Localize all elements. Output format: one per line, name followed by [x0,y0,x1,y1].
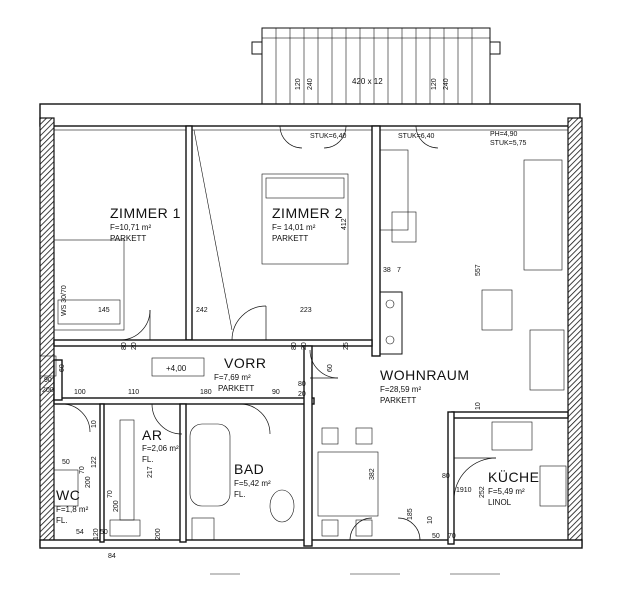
svg-text:252: 252 [479,486,486,498]
zimmer2-area: F= 14,01 m² [272,223,316,232]
zimmer1-name: ZIMMER 1 [110,205,181,221]
stuk-c: STUK=5,75 [490,140,526,147]
svg-text:80: 80 [121,342,128,350]
svg-text:90: 90 [44,377,52,384]
cabinet [379,149,409,231]
svg-text:240: 240 [307,78,314,90]
kitchen-stove [539,465,567,507]
bed-zimmer2 [261,173,349,265]
bad-name: BAD [234,461,264,477]
svg-text:240: 240 [443,78,450,90]
svg-text:7: 7 [397,267,401,274]
sink [491,421,533,451]
svg-text:20: 20 [298,391,306,398]
svg-text:50: 50 [100,529,108,536]
balcony-size: 420 x 12 [352,77,383,86]
svg-text:50: 50 [62,459,70,466]
vorr-name: VORR [224,355,266,371]
svg-text:200: 200 [42,387,54,394]
wc-bowl [109,519,141,537]
interior-walls [39,125,569,547]
svg-text:80: 80 [298,381,306,388]
vorr-floor: PARKETT [218,384,254,393]
svg-text:120: 120 [93,528,100,540]
wc-name: WC [56,487,80,503]
svg-text:200: 200 [113,500,120,512]
svg-text:70: 70 [107,490,114,498]
svg-text:60: 60 [327,364,334,372]
svg-text:217: 217 [147,466,154,478]
svg-text:223: 223 [300,307,312,314]
svg-text:120: 120 [295,78,302,90]
svg-text:557: 557 [475,264,482,276]
wohnraum-area: F=28,59 m² [380,385,421,394]
stove [379,291,403,355]
svg-text:1910: 1910 [456,487,472,494]
doors [61,125,497,541]
svg-text:412: 412 [341,218,348,230]
ar-floor: FL. [142,455,154,464]
svg-text:100: 100 [74,389,86,396]
balcony [251,27,501,105]
dining-table [317,451,379,517]
svg-text:120: 120 [431,78,438,90]
kueche-name: KÜCHE [488,468,540,485]
svg-text:10: 10 [475,402,482,410]
svg-text:200: 200 [85,476,92,488]
wc-area: F=1,8 m² [56,505,89,514]
svg-text:25: 25 [343,342,350,350]
level-box [151,357,205,377]
level-mark: +4,00 [166,364,187,373]
svg-text:180: 180 [200,389,212,396]
zimmer1-area: F=10,71 m² [110,223,151,232]
svg-text:70: 70 [79,466,86,474]
bathtub [189,423,231,507]
wohnraum-name: WOHNRAUM [380,367,470,383]
sofa [523,159,563,271]
svg-text:110: 110 [128,389,139,396]
furniture [53,129,567,541]
svg-text:10: 10 [91,420,98,428]
svg-text:50: 50 [432,533,440,540]
zimmer1-floor: PARKETT [110,234,146,243]
svg-text:80: 80 [291,342,298,350]
svg-text:382: 382 [369,468,376,480]
ar-area: F=2,06 m² [142,444,179,453]
zimmer2-name: ZIMMER 2 [272,205,343,221]
window-spec: WS 30/70 [61,285,68,316]
svg-text:10: 10 [427,516,434,524]
svg-text:90: 90 [272,389,280,396]
bad-area: F=5,42 m² [234,479,271,488]
wohnraum-floor: PARKETT [380,396,416,405]
svg-text:242: 242 [196,307,208,314]
svg-text:38: 38 [383,267,391,274]
svg-text:54: 54 [76,529,84,536]
dimensions: 120 240 120 240 145 242 223 412 557 38 7… [42,78,486,560]
bad-floor: FL. [234,490,246,499]
vorr-area: F=7,69 m² [214,373,251,382]
wc-floor: FL. [56,516,68,525]
kueche-floor: LINOL [488,498,512,507]
svg-text:145: 145 [98,307,110,314]
svg-text:84: 84 [108,553,116,560]
svg-text:60: 60 [59,364,66,372]
svg-text:20: 20 [131,342,138,350]
svg-text:200: 200 [155,528,162,540]
svg-text:70: 70 [448,533,456,540]
svg-text:80: 80 [442,473,450,480]
kueche-area: F=5,49 m² [488,487,525,496]
zimmer2-floor: PARKETT [272,234,308,243]
ar-name: AR [142,427,162,443]
ph-level: PH=4,90 [490,131,518,138]
svg-text:20: 20 [301,342,308,350]
svg-text:122: 122 [91,456,98,468]
stuk-a: STUK=6,40 [310,133,346,140]
bed-zimmer1 [53,239,125,331]
washbasin [269,489,295,523]
stuk-b: STUK=6,40 [398,133,434,140]
svg-text:185: 185 [407,508,414,520]
